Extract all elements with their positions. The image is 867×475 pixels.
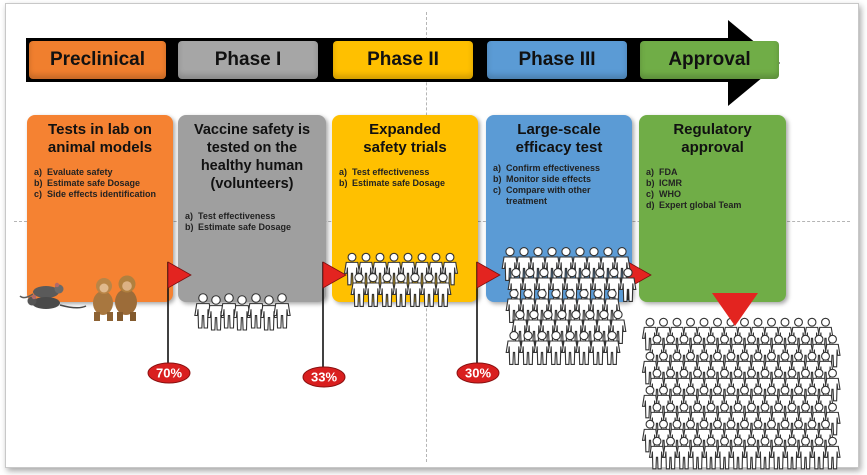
success-rate-label: 30% (465, 366, 491, 381)
phase-tab-preclinical: Preclinical (29, 41, 166, 79)
list-item: b)Estimate safe Dosage (339, 178, 446, 188)
success-rate-badge: 30% (456, 362, 500, 384)
monkey-icon (93, 278, 113, 321)
list-item: c)Compare with other treatment (493, 185, 591, 206)
list-item: b)Monitor side effects (493, 174, 592, 184)
phase-tab-phase-1: Phase I (178, 41, 318, 79)
list-item: a)Test effectiveness (185, 211, 276, 221)
rat-icon (19, 282, 64, 299)
flag-icon (476, 261, 501, 370)
success-rate-badge: 33% (302, 366, 346, 388)
down-triangle-icon (712, 293, 758, 326)
phase-tab-approval: Approval (640, 41, 779, 79)
list-item: c)WHO (646, 189, 681, 199)
card-title: Large-scale efficacy test (515, 121, 603, 156)
card-preclinical: Tests in lab on animal models a)Evaluate… (27, 115, 173, 302)
rat-icon (27, 294, 87, 309)
list-item: b)Estimate safe Dosage (185, 222, 292, 232)
card-phase-1: Vaccine safety is tested on the healthy … (178, 115, 326, 302)
list-item: d)Expert global Team (646, 200, 742, 210)
list-item: b)Estimate safe Dosage (34, 178, 141, 188)
list-item: a)FDA (646, 167, 678, 177)
card-list: a)Evaluate safety b)Estimate safe Dosage… (34, 167, 166, 200)
flag-icon (167, 261, 192, 370)
list-item: a)Test effectiveness (339, 167, 430, 177)
phase-tab-phase-2: Phase II (333, 41, 473, 79)
list-item: a)Confirm effectiveness (493, 163, 601, 173)
card-title: Tests in lab on animal models (47, 121, 153, 156)
phase-tab-phase-3: Phase III (487, 41, 627, 79)
flag-icon (322, 261, 347, 370)
list-item: a)Evaluate safety (34, 167, 113, 177)
success-rate-label: 33% (311, 370, 337, 385)
card-title: Regulatory approval (673, 121, 752, 156)
success-rate-label: 70% (156, 366, 182, 381)
monkey-icon (115, 275, 137, 321)
card-list: a)Confirm effectiveness b)Monitor side e… (493, 163, 625, 207)
card-title: Vaccine safety is tested on the healthy … (193, 122, 311, 192)
card-list: a)FDA b)ICMR c)WHO d)Expert global Team (646, 167, 779, 211)
card-title: Expanded safety trials (363, 121, 447, 156)
list-item: b)ICMR (646, 178, 682, 188)
card-approval: Regulatory approval a)FDA b)ICMR c)WHO d… (639, 115, 786, 302)
list-item: c)Side effects identification (34, 189, 157, 199)
card-list: a)Test effectiveness b)Estimate safe Dos… (185, 211, 319, 233)
success-rate-badge: 70% (147, 362, 191, 384)
person-icon (273, 293, 291, 329)
person-icon (233, 295, 251, 331)
card-list: a)Test effectiveness b)Estimate safe Dos… (339, 167, 471, 189)
